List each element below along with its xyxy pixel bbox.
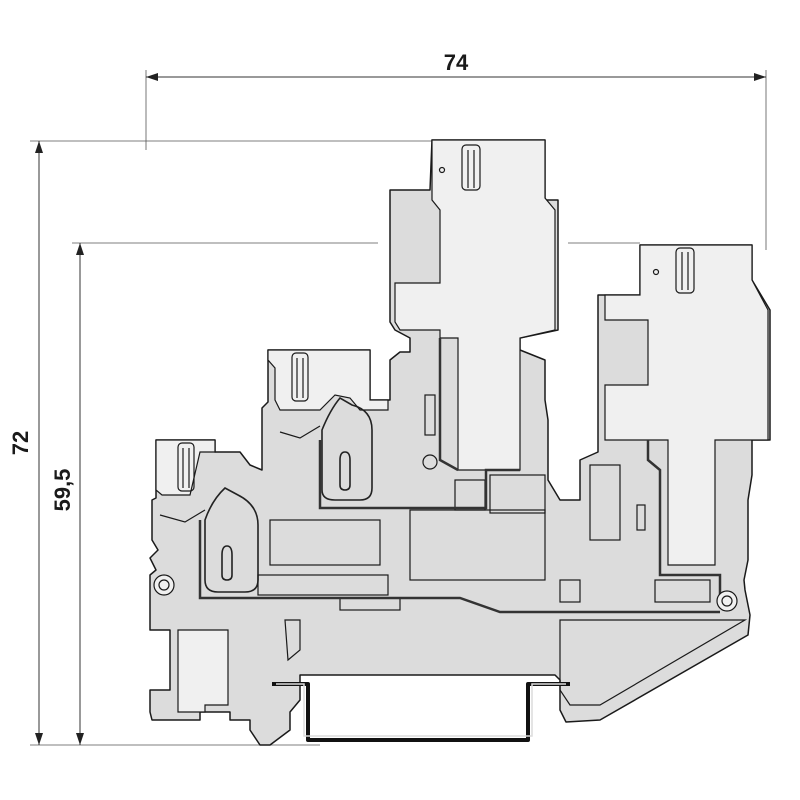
left-pin-icon — [153, 574, 175, 596]
upper-fuse-holder — [394, 139, 556, 471]
right-pin-icon — [716, 590, 738, 612]
bus-bar — [198, 338, 722, 614]
middle-spring-clamp — [321, 396, 373, 501]
din-rail — [272, 682, 570, 742]
middle-clamp — [267, 349, 389, 501]
dimension-height-total-label: 72 — [8, 431, 33, 455]
dimension-height-rail: 59,5 — [50, 242, 640, 745]
dimension-width-label: 74 — [444, 50, 469, 75]
dimension-arrow-top — [35, 141, 43, 153]
hinge-pins — [153, 574, 738, 612]
dimension-height-rail-label: 59,5 — [50, 469, 75, 512]
dimension-arrow-bottom-inner — [76, 733, 84, 745]
dimension-height-total: 72 — [8, 140, 440, 746]
internal-chambers — [257, 474, 711, 611]
dimension-arrow-top-inner — [76, 243, 84, 255]
foot-section — [177, 619, 748, 713]
dimension-arrow-left — [146, 73, 158, 81]
dimension-arrow-right — [754, 73, 766, 81]
right-fuse-holder — [589, 244, 769, 566]
dimension-width: 74 — [145, 50, 767, 250]
dimension-arrow-bottom — [35, 733, 43, 745]
